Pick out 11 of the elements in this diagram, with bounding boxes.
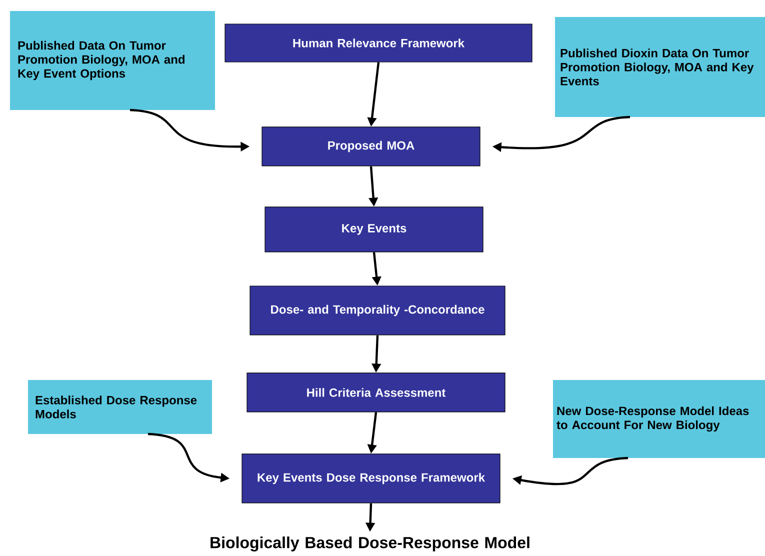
source-box: Established Dose Response Models [28,380,212,434]
result-text: Biologically Based Dose-Response Model [210,536,530,552]
process-box: Key Events [264,206,484,252]
process-box: Human Relevance Framework [224,24,532,62]
process-box: Proposed MOA [262,126,480,166]
source-box: Published Dioxin Data On Tumor Promotion Biology, MOA and Key Events [555,17,765,117]
process-box: Key Events Dose Response Framework [242,454,500,504]
process-box: Hill Criteria Assessment [246,372,506,412]
source-box: Published Data On Tumor Promotion Biology, MOA and Key Event Options [10,11,215,110]
source-box: New Dose-Response Model Ideas to Account For New Biology [553,380,765,458]
process-box: Dose- and Temporality -Concordance [250,286,506,336]
